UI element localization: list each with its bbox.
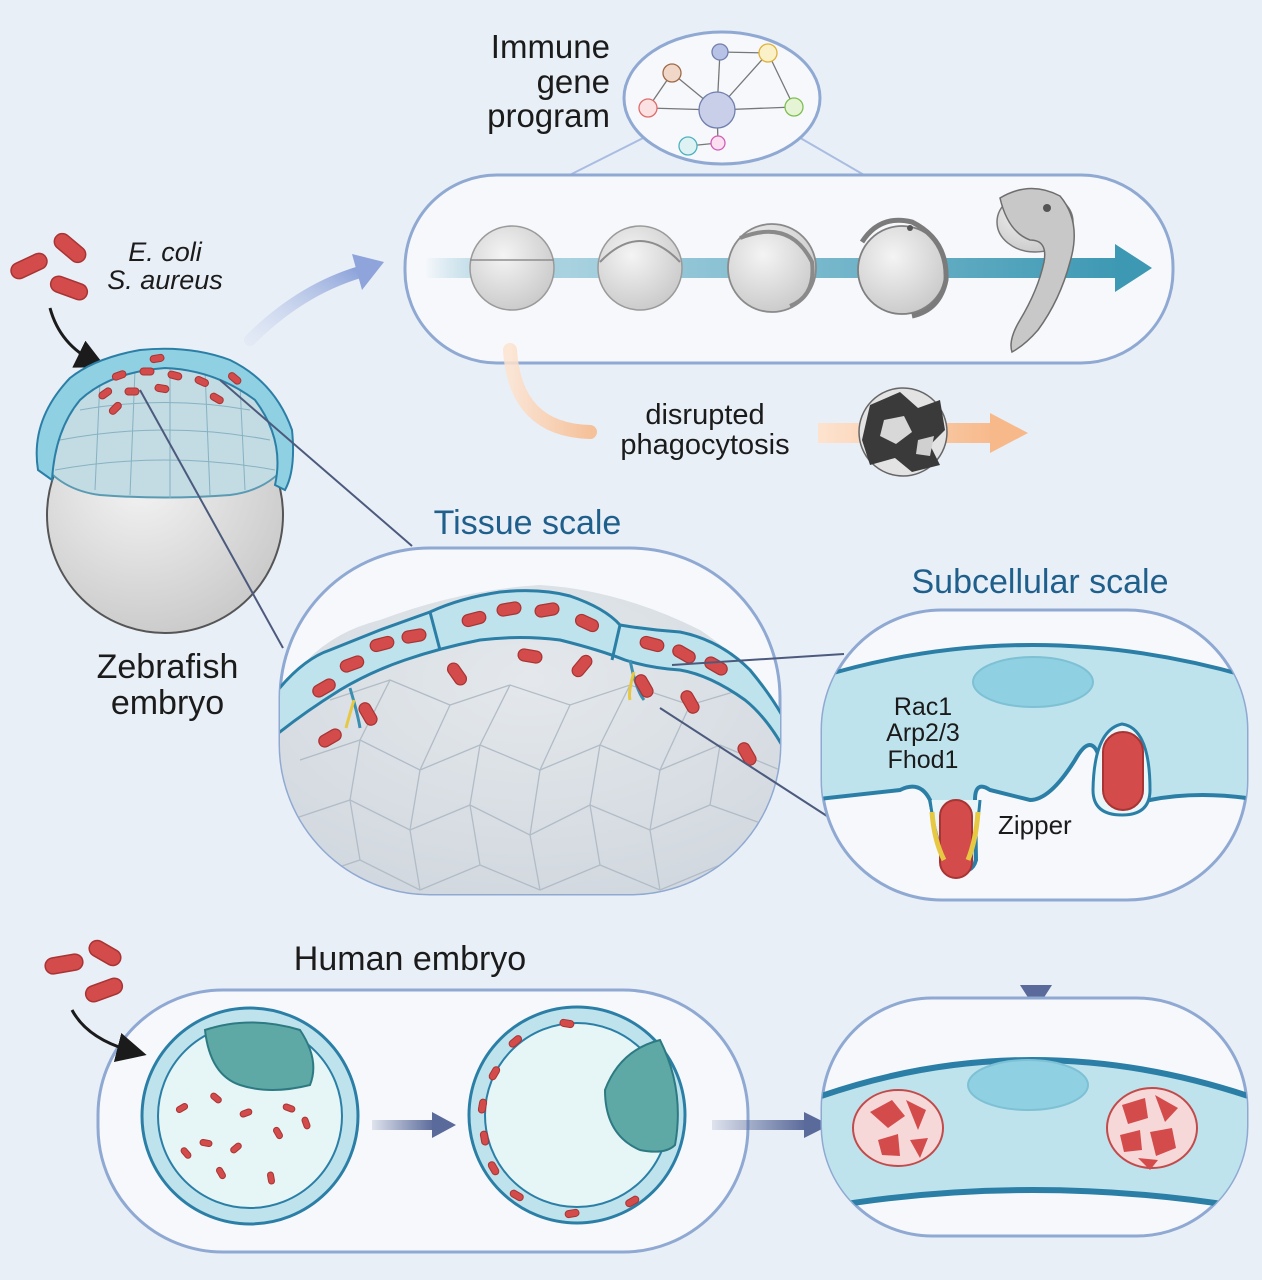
molecule-arp23: Arp2/3 bbox=[886, 719, 960, 748]
tissue-scale-title: Tissue scale bbox=[433, 504, 622, 542]
bacteria-cluster-human bbox=[44, 939, 124, 1003]
immune-gene-program-line2: gene bbox=[536, 62, 610, 100]
tissue-scale-panel bbox=[278, 546, 782, 896]
gene-network-icon bbox=[638, 43, 804, 156]
phagosome-panel bbox=[820, 996, 1249, 1238]
tissue-bacteria bbox=[312, 601, 757, 766]
phagosome-left bbox=[852, 1089, 944, 1167]
molecules-label: Rac1 Arp2/3 Fhod1 bbox=[868, 694, 978, 773]
disrupted-line2: phagocytosis bbox=[620, 429, 790, 462]
bacteria-label-ecoli: E. coli bbox=[128, 237, 202, 267]
subcellular-scale-title: Subcellular scale bbox=[911, 563, 1169, 601]
bacterium-zipper bbox=[939, 799, 973, 879]
arrow-human-1 bbox=[372, 1112, 456, 1138]
blastocyst-2 bbox=[467, 1005, 687, 1225]
subcellular-scale-panel bbox=[820, 608, 1249, 902]
arrow-human-2 bbox=[712, 1112, 830, 1138]
immune-gene-program-label: Immune gene program bbox=[470, 28, 610, 135]
embryo-stage-2 bbox=[597, 225, 683, 311]
zebrafish-embryo-label: Zebrafish embryo bbox=[75, 648, 260, 722]
human-embryo-label: Human embryo bbox=[293, 940, 527, 978]
bacteria-label: E. coli S. aureus bbox=[90, 238, 240, 295]
zebrafish-line2: embryo bbox=[110, 683, 225, 722]
molecule-rac1: Rac1 bbox=[893, 693, 953, 721]
immune-gene-program-line3: program bbox=[487, 97, 610, 135]
arrow-bacteria-to-zebrafish bbox=[48, 307, 106, 368]
embryo-stage-1 bbox=[469, 225, 555, 311]
arrow-to-timeline bbox=[244, 266, 366, 346]
zebrafish-line1: Zebrafish bbox=[96, 648, 239, 686]
zoom-line-4 bbox=[659, 707, 831, 819]
bacterium-engulfed bbox=[1102, 731, 1144, 811]
arrow-bacteria-to-human bbox=[70, 1009, 147, 1063]
zebrafish-embryo bbox=[35, 347, 295, 634]
phagosome-right bbox=[1106, 1087, 1198, 1170]
disrupted-phagocytosis-label: disrupted phagocytosis bbox=[600, 400, 810, 461]
bacteria-label-saureus: S. aureus bbox=[107, 265, 223, 296]
bacteria-cluster-top bbox=[10, 232, 89, 301]
embryo-stage-4 bbox=[857, 217, 949, 319]
nucleus bbox=[972, 656, 1094, 708]
zoom-line-2 bbox=[219, 379, 413, 547]
tissue-cells bbox=[289, 679, 780, 891]
immune-gene-program-bubble bbox=[519, 30, 891, 201]
molecule-fhod1: Fhod1 bbox=[887, 745, 959, 774]
immune-gene-program-line1: Immune bbox=[490, 28, 610, 65]
zipper-label: Zipper bbox=[998, 810, 1072, 840]
zoom-line-1 bbox=[139, 389, 284, 649]
human-embryo-panel bbox=[96, 988, 750, 1254]
arrow-disrupted bbox=[503, 343, 597, 439]
embryo-stage-3 bbox=[727, 223, 817, 313]
disrupted-arrowhead bbox=[990, 413, 1028, 453]
embryo-stage-5-larva bbox=[996, 187, 1075, 354]
nucleus-2 bbox=[967, 1059, 1089, 1111]
development-timeline-panel bbox=[403, 173, 1175, 365]
zoom-line-3 bbox=[671, 653, 845, 666]
timeline-arrowhead bbox=[1115, 244, 1152, 292]
disrupted-embryo-icon bbox=[858, 387, 948, 477]
disrupted-line1: disrupted bbox=[645, 399, 765, 431]
blastocyst-1 bbox=[140, 1006, 360, 1226]
